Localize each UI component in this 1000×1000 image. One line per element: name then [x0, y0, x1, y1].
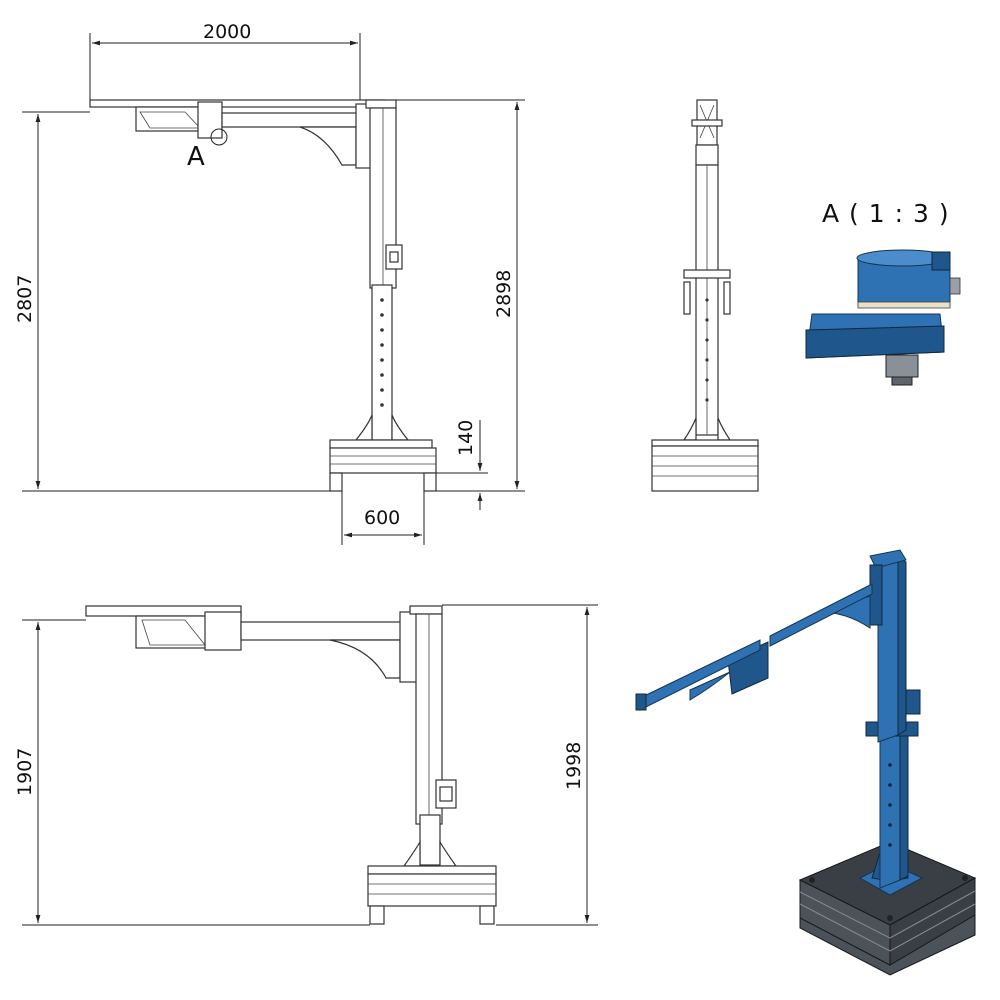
dimensions-front-bottom: 1907 1998 [14, 604, 598, 926]
dimensions-front-top: 2000 2807 2898 140 600 [14, 21, 525, 545]
side-view [651, 99, 759, 492]
column-holes-side [705, 298, 709, 402]
dim-overall-height-top: 2898 [493, 270, 515, 318]
dim-base-width: 600 [364, 507, 400, 529]
front-view-bottom [85, 605, 497, 925]
dim-overall-height-bottom: 1998 [563, 742, 585, 790]
dim-arm-length: 2000 [203, 21, 251, 43]
detail-title: A ( 1 : 3 ) [822, 199, 950, 228]
dim-base-clearance: 140 [455, 420, 477, 456]
isometric-view [635, 549, 977, 976]
front-view-top: A [89, 99, 437, 492]
dim-total-height-top: 2807 [14, 275, 36, 323]
column-holes-front [380, 298, 384, 407]
dim-total-height-bottom: 1907 [14, 748, 36, 796]
detail-view-a: A ( 1 : 3 ) [805, 199, 961, 386]
detail-marker-a: A [187, 142, 205, 172]
column-holes-iso [888, 763, 892, 847]
